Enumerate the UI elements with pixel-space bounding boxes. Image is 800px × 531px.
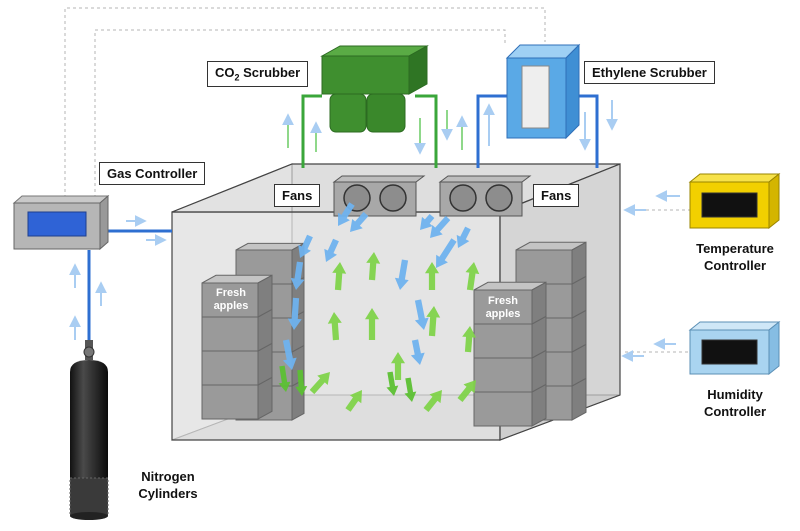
air-flow-arrow (430, 215, 451, 238)
air-flow-arrow (287, 297, 302, 330)
air-flow-arrow (456, 226, 471, 248)
air-flow-arrow (350, 211, 369, 232)
apple-crate (515, 241, 587, 285)
fan-icon (379, 184, 407, 212)
temperature-controller-label-line2: Controller (703, 258, 767, 273)
air-flow-arrow (327, 312, 342, 341)
air-flow-arrow (324, 238, 339, 262)
air-flow-arrow (394, 259, 409, 290)
fans-label-right: Fans (533, 184, 580, 207)
air-flow-arrow (414, 299, 429, 330)
air-flow-arrow (462, 326, 477, 353)
fresh-apples-label-right: Fresh apples (474, 295, 532, 321)
air-flow-arrows (278, 202, 480, 412)
apple-crate-stack-right-front (473, 281, 547, 427)
humidity-controller-label-line1: Humidity (707, 387, 763, 402)
temperature-controller-label-line1: Temperature (696, 241, 774, 256)
fan-unit-right (438, 175, 532, 217)
air-flow-arrow (436, 238, 457, 268)
fresh-apples-left-line2: apples (213, 300, 249, 312)
co2-scrubber (320, 45, 429, 133)
air-flow-arrow (345, 390, 362, 412)
air-flow-arrow (309, 372, 330, 395)
gas-pipes (87, 94, 599, 358)
control-signal-lines (64, 7, 690, 353)
temperature-controller-label: Temperature Controller (680, 240, 790, 274)
gas-controller-label: Gas Controller (99, 162, 206, 185)
fresh-apples-right-line1: Fresh (488, 295, 518, 307)
fan-icon (485, 184, 513, 212)
air-flow-arrow (298, 234, 313, 258)
air-flow-arrow (290, 261, 305, 290)
humidity-controller-label-line2: Controller (703, 404, 767, 419)
nitrogen-cylinders-label-line1: Nitrogen (141, 469, 195, 484)
air-flow-arrow (404, 377, 417, 402)
co2-scrubber-label: CO2 Scrubber (207, 61, 309, 87)
fresh-apples-right-line2: apples (485, 308, 521, 320)
gas-controller (12, 194, 110, 251)
apple-crate-stack-left-front (201, 274, 273, 420)
air-flow-arrow (338, 202, 355, 226)
apple-crate (473, 281, 547, 325)
nitrogen-cylinders-label-line2: Cylinders (138, 486, 198, 501)
ethylene-scrubber (505, 43, 581, 140)
nitrogen-cylinder (69, 340, 109, 520)
ethylene-scrubber-label: Ethylene Scrubber (584, 61, 715, 84)
air-flow-arrow (457, 380, 476, 402)
nitrogen-cylinders-label: Nitrogen Cylinders (118, 468, 218, 502)
humidity-controller (688, 320, 781, 376)
air-flow-arrow (366, 252, 381, 281)
air-flow-arrow (386, 371, 399, 396)
air-flow-arrow (278, 365, 291, 392)
fan-unit-left (332, 175, 426, 217)
air-flow-arrow (391, 352, 405, 380)
fresh-apples-label-left: Fresh apples (203, 287, 259, 313)
air-flow-arrow (410, 339, 425, 365)
air-flow-arrow (423, 390, 442, 412)
air-flow-arrow (332, 262, 347, 291)
fresh-apples-left-line1: Fresh (216, 287, 246, 299)
air-flow-arrow (282, 339, 297, 370)
pipe-flow-arrows (69, 100, 680, 362)
apple-crate (201, 274, 273, 318)
temperature-controller (688, 172, 781, 230)
humidity-controller-label: Humidity Controller (680, 386, 790, 420)
air-flow-arrow (365, 308, 379, 340)
fan-icon (449, 184, 477, 212)
air-flow-arrow (295, 369, 308, 396)
air-flow-arrow (465, 262, 480, 291)
air-flow-arrow (426, 306, 441, 337)
air-flow-arrow (420, 214, 435, 230)
fans-label-left: Fans (274, 184, 321, 207)
air-flow-arrow (425, 262, 439, 290)
